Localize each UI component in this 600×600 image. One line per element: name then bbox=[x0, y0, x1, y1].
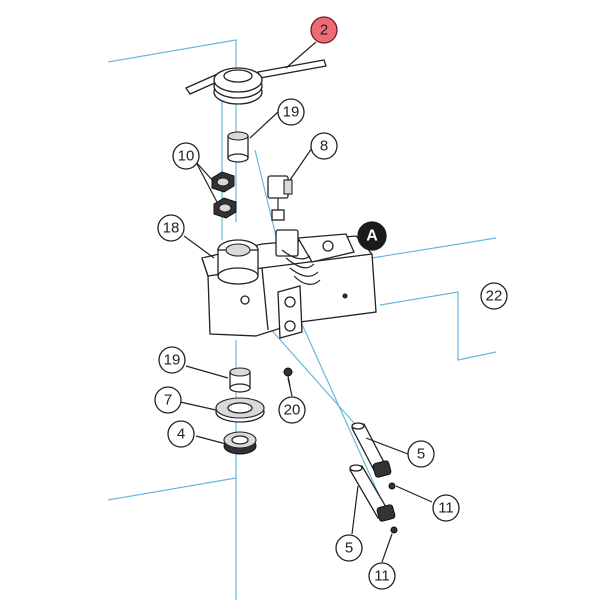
washer bbox=[215, 397, 265, 423]
callout-A[interactable]: A bbox=[357, 221, 387, 251]
callout-8[interactable]: 8 bbox=[310, 132, 338, 160]
bolt-lower bbox=[349, 464, 398, 534]
callout-7[interactable]: 7 bbox=[154, 386, 182, 414]
svg-text:20: 20 bbox=[284, 402, 301, 419]
svg-text:5: 5 bbox=[417, 446, 425, 463]
callout-20[interactable]: 20 bbox=[278, 396, 306, 424]
nuts bbox=[211, 171, 237, 219]
svg-text:19: 19 bbox=[164, 352, 181, 369]
svg-text:22: 22 bbox=[486, 288, 503, 305]
svg-text:7: 7 bbox=[164, 392, 172, 409]
bolt-upper bbox=[351, 422, 396, 490]
callout-19-top[interactable]: 19 bbox=[277, 98, 305, 126]
callout-5-lower[interactable]: 5 bbox=[335, 534, 363, 562]
svg-text:5: 5 bbox=[345, 540, 353, 557]
leader-lines bbox=[179, 41, 433, 563]
svg-text:10: 10 bbox=[178, 148, 195, 165]
svg-text:18: 18 bbox=[163, 220, 180, 237]
svg-text:2: 2 bbox=[320, 22, 328, 39]
callout-19-bottom[interactable]: 19 bbox=[158, 346, 186, 374]
callout-4[interactable]: 4 bbox=[167, 420, 195, 448]
callout-11-upper[interactable]: 11 bbox=[432, 494, 460, 522]
callout-18[interactable]: 18 bbox=[157, 214, 185, 242]
bushing-top bbox=[227, 131, 249, 163]
callout-10[interactable]: 10 bbox=[172, 142, 200, 170]
connector bbox=[267, 175, 293, 221]
callout-5-upper[interactable]: 5 bbox=[407, 440, 435, 468]
svg-text:11: 11 bbox=[438, 500, 454, 517]
svg-text:4: 4 bbox=[177, 426, 185, 443]
bearing bbox=[223, 431, 257, 455]
svg-text:11: 11 bbox=[374, 568, 390, 585]
svg-text:8: 8 bbox=[320, 138, 328, 155]
bushing-bottom bbox=[229, 367, 251, 393]
svg-text:19: 19 bbox=[283, 104, 300, 121]
callout-2[interactable]: 2 bbox=[310, 16, 338, 44]
torsion-spring bbox=[185, 59, 327, 105]
small-screw bbox=[283, 367, 293, 387]
callout-22[interactable]: 22 bbox=[480, 282, 508, 310]
svg-text:A: A bbox=[366, 228, 378, 245]
callout-11-lower[interactable]: 11 bbox=[368, 562, 396, 590]
main-housing bbox=[201, 229, 377, 339]
